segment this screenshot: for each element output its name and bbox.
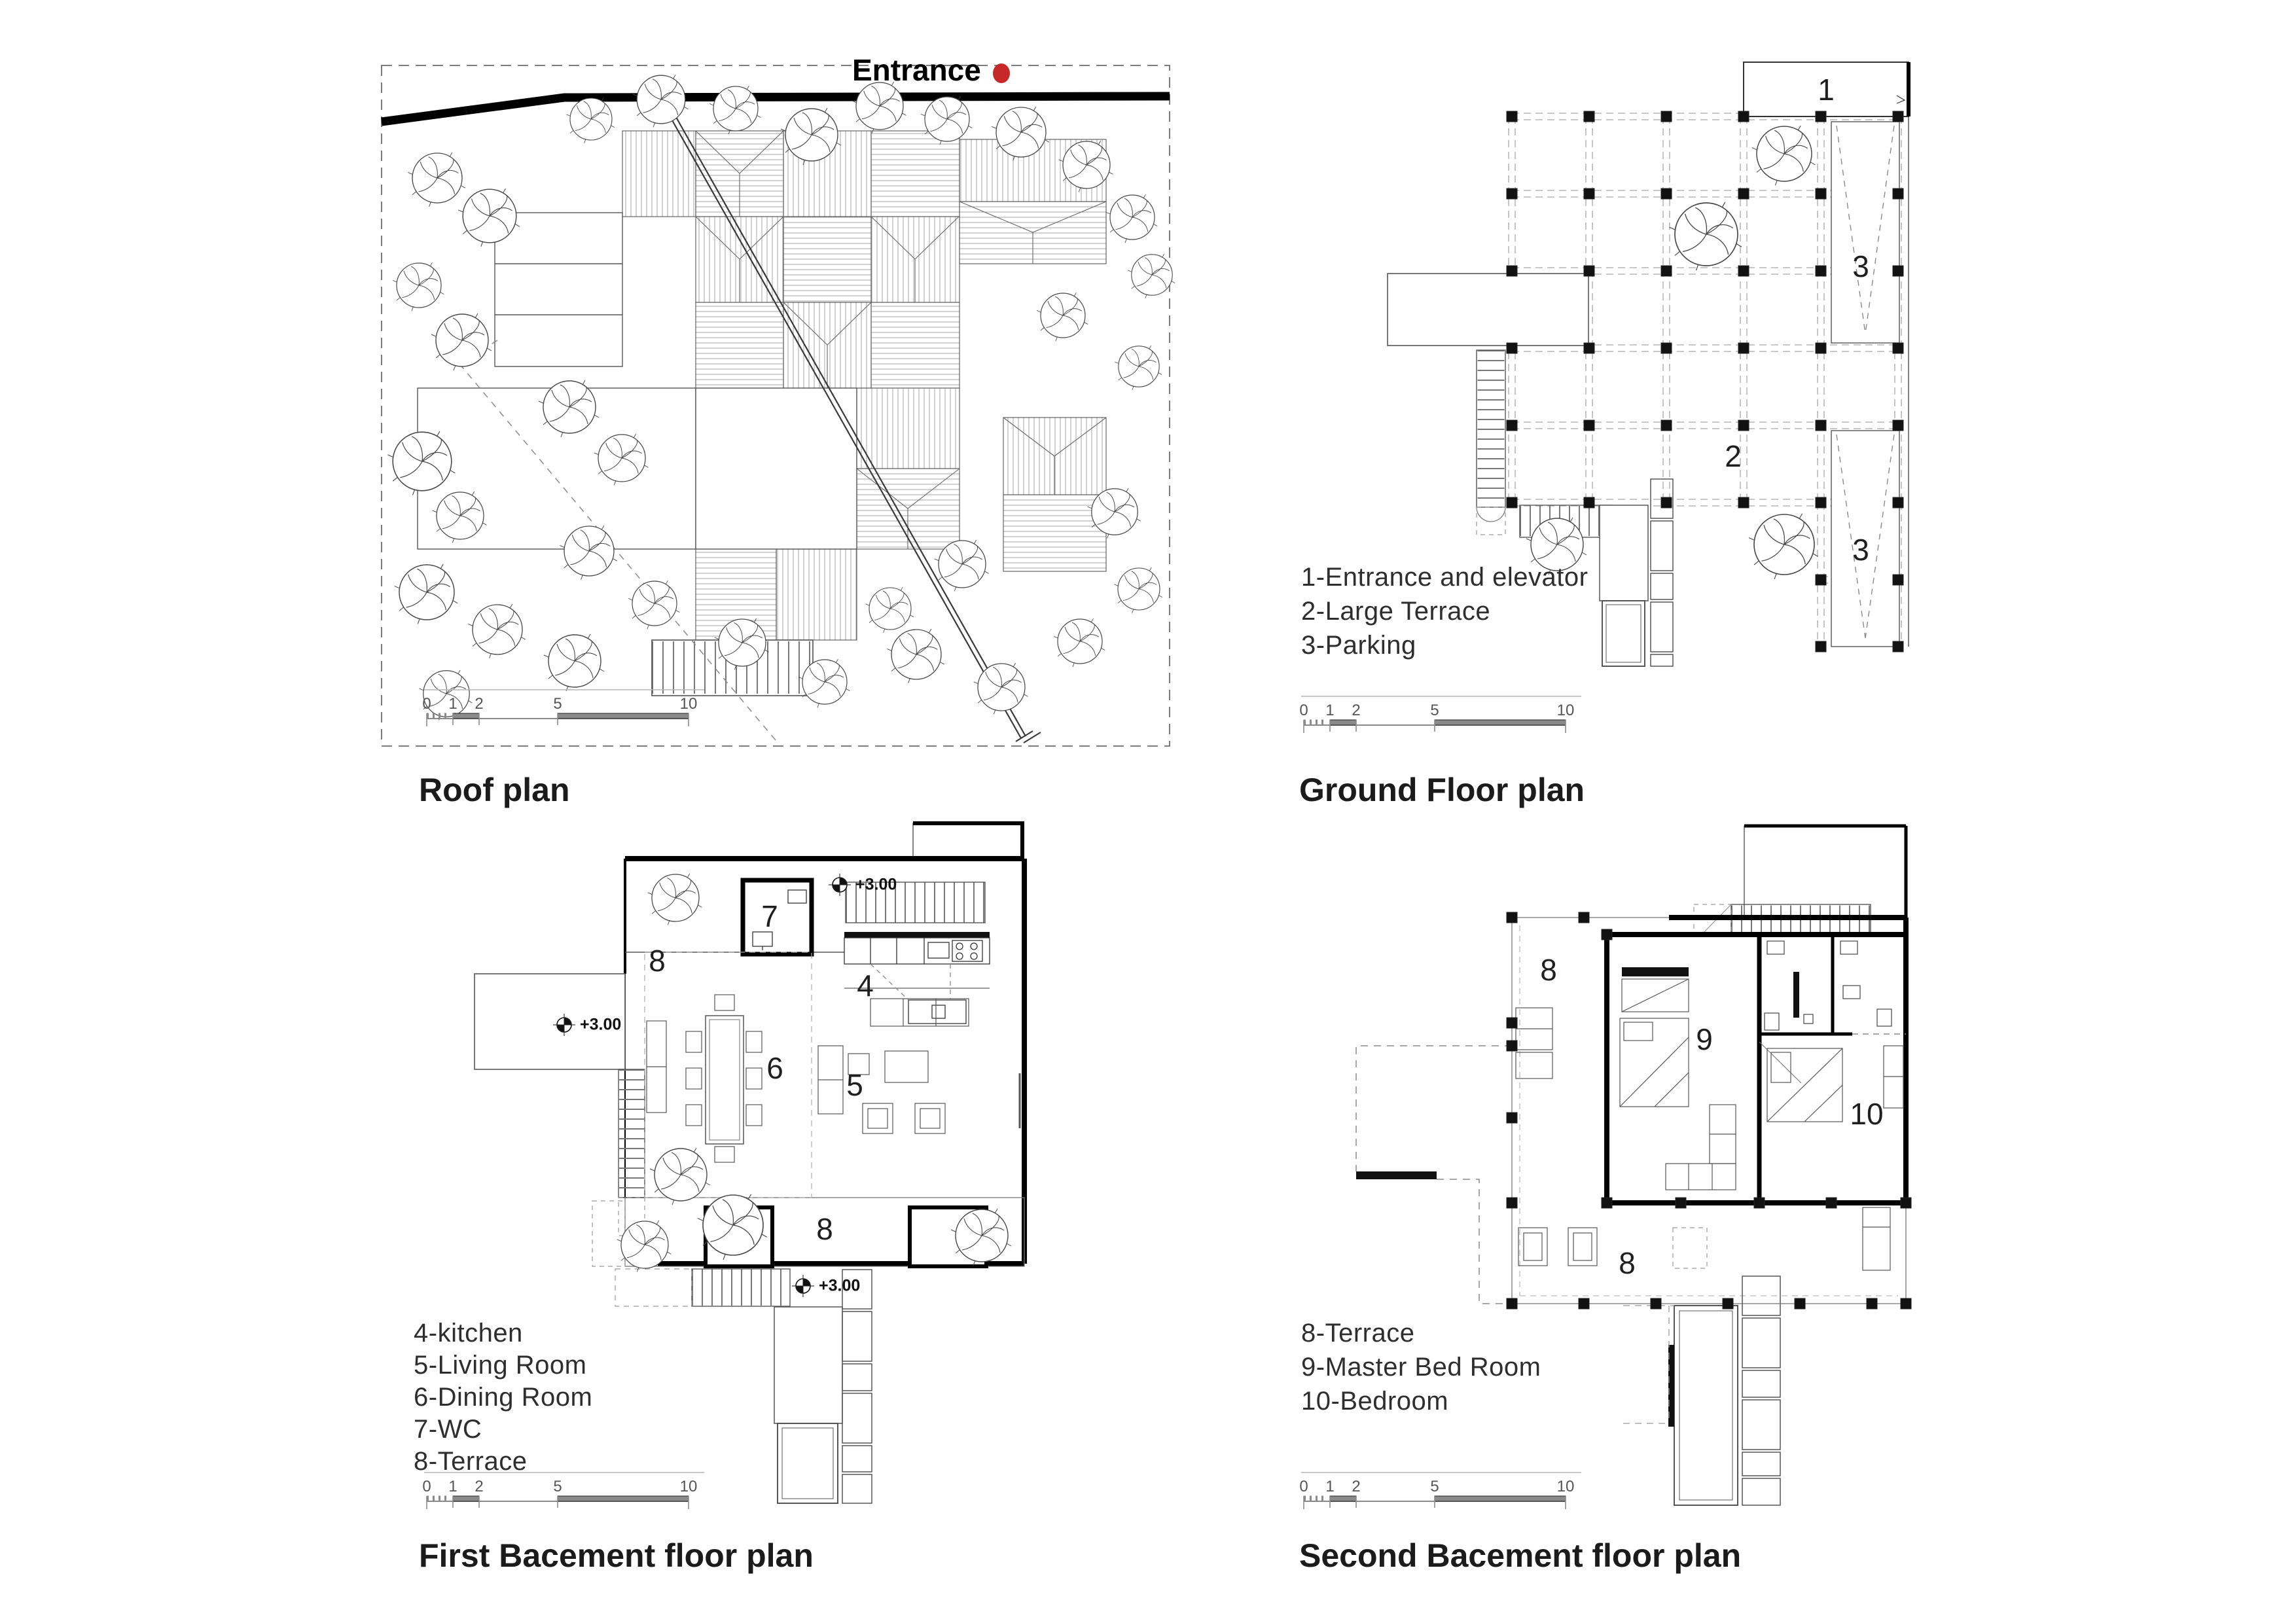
left-room [1387, 273, 1589, 346]
entry-staircase [845, 882, 986, 923]
first-basement-drawing [424, 821, 1027, 1509]
room-4-kitchen: 4 [857, 969, 874, 1003]
bedroom-10 [1767, 1045, 1904, 1122]
room-8-terrace-upper: 8 [649, 944, 666, 978]
bathroom-fixtures [1764, 940, 1892, 1031]
roof-plan-drawing [381, 63, 1175, 747]
room-8-terrace-lower-2: 8 [1619, 1246, 1636, 1280]
left-staircase [1476, 349, 1506, 535]
basement-corridor-pool [774, 1269, 872, 1504]
entrance-dot [993, 63, 1010, 83]
parking-slot-upper [1831, 121, 1900, 344]
sb-scale-tick-10: 10 [1556, 1478, 1575, 1495]
legend-bedroom: 10-Bedroom [1301, 1387, 1449, 1416]
roof-scale-tick-1: 1 [448, 695, 457, 713]
room-3-parking-upper: 3 [1852, 249, 1869, 283]
ground-floor-title: Ground Floor plan [1299, 772, 1585, 808]
ground-scale-tick-0: 0 [1299, 702, 1308, 719]
terrace-room [474, 973, 626, 1070]
ground-scale-tick-2: 2 [1352, 702, 1361, 719]
lower-corridor-pool [1599, 478, 1674, 667]
room-5-living: 5 [846, 1068, 863, 1102]
wc-room [740, 878, 814, 957]
lower-staircase [615, 1268, 791, 1307]
sb-scale-tick-0: 0 [1299, 1478, 1308, 1495]
room-6-dining: 6 [766, 1051, 783, 1085]
entrance-elevator-box [1743, 62, 1910, 117]
second-basement-drawing [1301, 824, 1912, 1509]
fb-scale-tick-10: 10 [679, 1478, 698, 1495]
roof-scale-tick-5: 5 [553, 695, 562, 713]
roof-building [622, 130, 1107, 641]
legend-entrance-elevator: 1-Entrance and elevator [1301, 563, 1588, 592]
upper-overhang [912, 821, 1024, 859]
dashed-annex [1355, 1045, 1512, 1304]
room-3-parking-lower: 3 [1852, 533, 1869, 567]
main-walls-2 [1604, 915, 1909, 1205]
master-bedroom [1619, 967, 1736, 1190]
legend-terrace: 8-Terrace [414, 1447, 528, 1476]
room-1-entrance: 1 [1818, 73, 1835, 107]
level-mark-1: +3.00 [855, 875, 897, 894]
parking-slot-lower [1831, 430, 1900, 647]
ground-scale-bar [1301, 696, 1581, 733]
legend-dining-room: 6-Dining Room [414, 1383, 593, 1412]
room-8-terrace-lower: 8 [816, 1212, 833, 1246]
legend-kitchen: 4-kitchen [414, 1319, 523, 1347]
fb-scale-tick-5: 5 [553, 1478, 562, 1495]
legend-parking: 3-Parking [1301, 631, 1416, 660]
basement2-pool [1623, 1275, 1781, 1506]
roof-scale-tick-0: 0 [422, 695, 431, 713]
site-boundary [381, 65, 1170, 747]
kitchen-counter [844, 932, 990, 1024]
first-basement-scale-bar [424, 1472, 704, 1509]
first-basement-title: First Bacement floor plan [419, 1537, 814, 1574]
roof-plan-title: Roof plan [419, 772, 570, 808]
fb-scale-tick-0: 0 [422, 1478, 431, 1495]
door-swing [1759, 1041, 1802, 1084]
sb-scale-tick-1: 1 [1325, 1478, 1335, 1495]
terrace-furniture [1515, 1007, 1891, 1271]
second-basement-scale-bar [1301, 1472, 1581, 1509]
room-7-wc: 7 [761, 899, 778, 933]
living-room [817, 998, 1021, 1134]
legend-large-terrace: 2-Large Terrace [1301, 597, 1491, 626]
ground-scale-tick-10: 10 [1556, 702, 1575, 719]
terrace-boundary [1511, 917, 1907, 1304]
ground-scale-tick-5: 5 [1430, 702, 1439, 719]
street-road [381, 92, 1170, 126]
roof-scale-tick-10: 10 [679, 695, 698, 713]
upper-overhang-2 [1744, 824, 1908, 918]
entrance-label: Entrance [852, 53, 981, 87]
room-10-bedroom: 10 [1850, 1097, 1884, 1131]
level-mark-3: +3.00 [819, 1276, 861, 1295]
sb-scale-tick-5: 5 [1430, 1478, 1439, 1495]
ground-floor-drawing [1301, 62, 1910, 733]
legend-living-room: 5-Living Room [414, 1351, 587, 1380]
ground-scale-tick-1: 1 [1325, 702, 1335, 719]
legend-master-bedroom: 9-Master Bed Room [1301, 1353, 1541, 1382]
room-9-master: 9 [1696, 1022, 1713, 1056]
room-8-terrace-upper-2: 8 [1540, 953, 1557, 987]
legend-terrace-2: 8-Terrace [1301, 1319, 1415, 1347]
legend-wc: 7-WC [414, 1415, 482, 1444]
fb-scale-tick-1: 1 [448, 1478, 457, 1495]
level-mark-2: +3.00 [580, 1015, 622, 1034]
site-paths [459, 112, 1041, 745]
roof-scale-tick-2: 2 [475, 695, 484, 713]
room-2-terrace: 2 [1725, 439, 1742, 473]
sb-scale-tick-2: 2 [1352, 1478, 1361, 1495]
main-walls [624, 856, 1027, 1266]
fb-scale-tick-2: 2 [475, 1478, 484, 1495]
second-basement-title: Second Bacement floor plan [1299, 1537, 1742, 1574]
